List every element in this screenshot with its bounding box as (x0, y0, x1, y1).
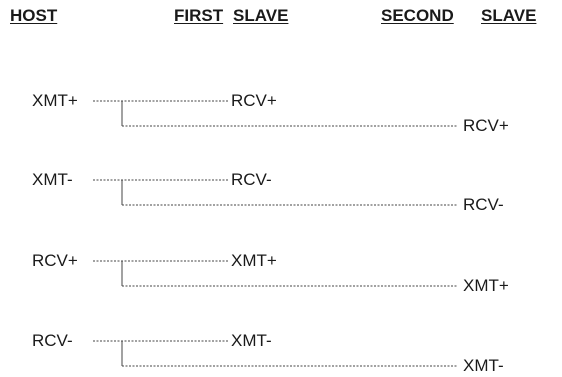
host-signal-4: RCV- (32, 331, 73, 350)
second-slave-signal-3: XMT+ (463, 276, 509, 295)
header-second-slave: SECOND (381, 6, 454, 25)
first-slave-signal-1: RCV+ (231, 91, 277, 110)
host-signal-3: RCV+ (32, 251, 78, 270)
second-slave-signal-2: RCV- (463, 195, 504, 214)
header-host: HOST (10, 6, 58, 25)
first-slave-signal-4: XMT- (231, 331, 272, 350)
first-slave-signal-3: XMT+ (231, 251, 277, 270)
host-signal-1: XMT+ (32, 91, 78, 110)
header-second-slave-2: SLAVE (481, 6, 537, 25)
host-signal-2: XMT- (32, 170, 73, 189)
first-slave-signal-2: RCV- (231, 170, 272, 189)
header-first-slave-2: SLAVE (233, 6, 289, 25)
second-slave-signal-4: XMT- (463, 356, 504, 375)
header-first-slave: FIRST (174, 6, 224, 25)
second-slave-signal-1: RCV+ (463, 116, 509, 135)
